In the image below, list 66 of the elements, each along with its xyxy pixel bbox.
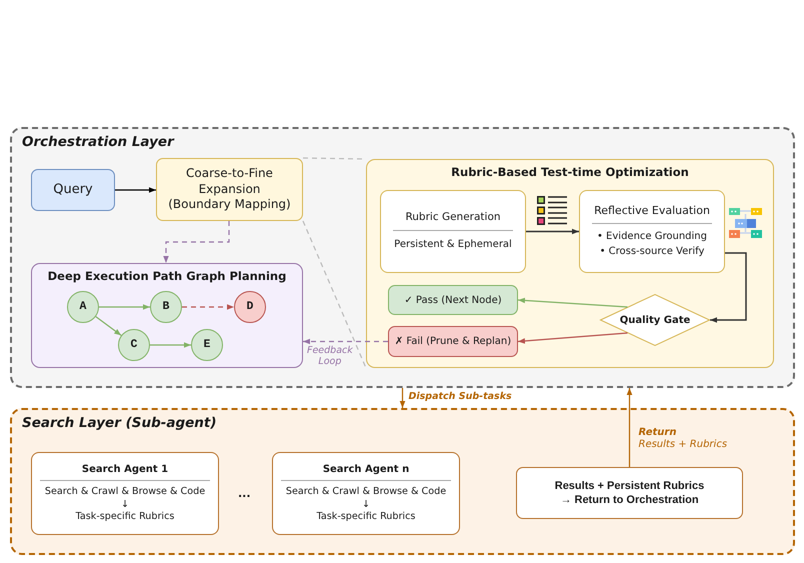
graph-node-circle bbox=[234, 291, 266, 323]
arrow bbox=[518, 332, 628, 344]
status-box bbox=[388, 326, 518, 357]
connector-line bbox=[302, 220, 367, 368]
start-box bbox=[31, 169, 115, 211]
arrow bbox=[115, 187, 156, 193]
arrow bbox=[626, 388, 632, 467]
agent-card bbox=[272, 452, 460, 535]
card-heading: Rubric Generation bbox=[405, 211, 501, 225]
agent-card bbox=[31, 452, 219, 535]
process-card bbox=[380, 190, 526, 273]
arrow bbox=[95, 316, 122, 336]
node-letter: B bbox=[162, 301, 170, 313]
node-label: ✓ Pass (Next Node) bbox=[404, 294, 502, 306]
process-card bbox=[579, 190, 725, 273]
node-letter: E bbox=[204, 339, 210, 351]
arrow bbox=[99, 304, 150, 310]
edge-label: Dispatch Sub-tasks bbox=[408, 391, 513, 402]
layer-title: Search Layer (Sub-agent) bbox=[22, 415, 217, 432]
card-heading: Search Agent n bbox=[322, 464, 410, 476]
node-label: Coarse-to-Fine Expansion (Boundary Mapping) bbox=[167, 166, 292, 213]
node-letter: D bbox=[246, 301, 254, 313]
edge-label: Return Results + Rubrics bbox=[638, 426, 728, 450]
card-text: ↓ bbox=[362, 498, 370, 511]
process-box bbox=[516, 467, 743, 519]
layer-panel bbox=[10, 127, 795, 388]
arrow bbox=[182, 304, 234, 310]
card-text: Persistent & Ephemeral bbox=[394, 238, 512, 252]
arrow bbox=[163, 221, 230, 263]
arrow bbox=[400, 388, 406, 408]
node-label: Quality Gate bbox=[620, 314, 690, 326]
edge-label: Feedback Loop bbox=[306, 345, 354, 368]
card-heading: Reflective Evaluation bbox=[594, 204, 710, 218]
card-text: Search & Crawl & Browse & Code bbox=[44, 486, 206, 498]
graph-node-circle bbox=[150, 291, 182, 323]
status-box bbox=[388, 285, 518, 315]
decision-diamond bbox=[600, 294, 710, 346]
card-text: ↓ bbox=[120, 498, 130, 511]
graph-node-circle bbox=[118, 329, 150, 361]
arrow bbox=[710, 252, 747, 323]
layer-panel bbox=[10, 408, 795, 555]
panel-title: Rubric-Based Test-time Optimization bbox=[451, 166, 689, 180]
group-panel bbox=[31, 263, 303, 368]
card-text: Task-specific Rubrics bbox=[316, 511, 416, 524]
graph-node-circle bbox=[191, 329, 223, 361]
node-letter: C bbox=[130, 339, 138, 351]
arrow bbox=[526, 228, 579, 234]
arrow bbox=[150, 342, 191, 348]
node-label: ✗ Fail (Prune & Replan) bbox=[394, 335, 512, 348]
panel-title: Deep Execution Path Graph Planning bbox=[48, 270, 286, 284]
card-text: Task-specific Rubrics bbox=[76, 511, 174, 524]
node-letter: A bbox=[80, 301, 86, 313]
card-heading: Search Agent 1 bbox=[82, 464, 168, 476]
card-text: • Evidence Grounding bbox=[596, 230, 707, 244]
layer-title: Orchestration Layer bbox=[22, 134, 174, 150]
process-box bbox=[156, 158, 303, 221]
node-label: Query bbox=[53, 182, 93, 198]
ellipsis-text: ... bbox=[238, 488, 251, 499]
arrow bbox=[303, 338, 388, 344]
node-label: → Return to Orchestration bbox=[560, 493, 699, 508]
group-panel bbox=[366, 159, 774, 368]
node-label: Results + Persistent Rubrics bbox=[554, 478, 704, 493]
arrow bbox=[518, 298, 628, 308]
card-text: Search & Crawl & Browse & Code bbox=[286, 486, 446, 498]
graph-node-circle bbox=[67, 291, 99, 323]
card-text: • Cross-source Verify bbox=[600, 244, 704, 259]
